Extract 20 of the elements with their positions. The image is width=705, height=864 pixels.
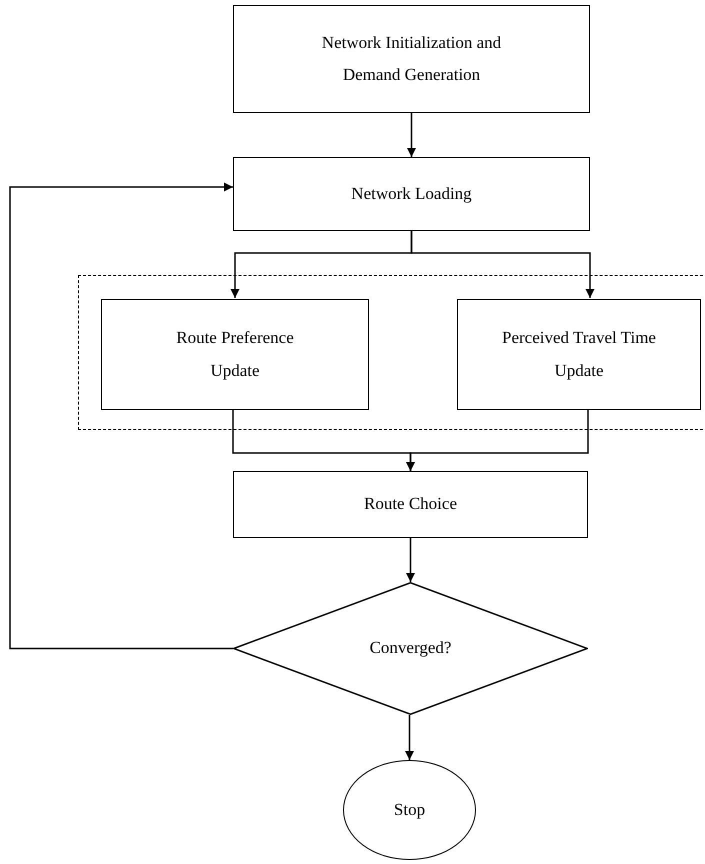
process-box [233, 157, 590, 231]
node-label: Stop [392, 798, 426, 821]
node-label: Perceived Travel Time Update [501, 327, 657, 382]
node-label: Route Choice [362, 493, 458, 516]
connector-arrow [9, 182, 233, 650]
connector-arrow [406, 538, 415, 582]
decision-diamond [233, 582, 588, 715]
group-frame [78, 275, 705, 430]
process-box [233, 471, 588, 538]
connector-arrow [405, 715, 414, 760]
node-label: Route Preference Update [175, 327, 295, 382]
process-box [101, 299, 369, 410]
node-label: Network Loading [350, 182, 473, 205]
node-label: Converged? [368, 637, 452, 660]
connector-arrow [407, 113, 416, 157]
node-label: Network Initialization and Demand Generation [320, 32, 502, 86]
process-box [457, 299, 701, 410]
process-box [233, 5, 590, 113]
connector-arrow [410, 231, 594, 298]
connector-arrow [406, 409, 589, 471]
